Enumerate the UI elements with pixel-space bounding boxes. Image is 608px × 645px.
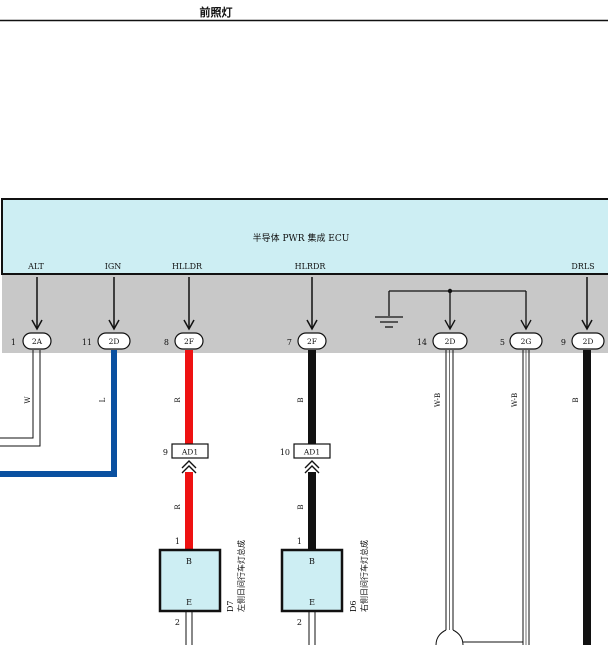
wire-label-l: L bbox=[99, 397, 107, 402]
svg-text:2F: 2F bbox=[307, 337, 317, 346]
wire-l-blue bbox=[0, 350, 117, 477]
component-d7: B E bbox=[158, 548, 222, 613]
svg-text:2D: 2D bbox=[445, 337, 456, 346]
pin-number: 2 bbox=[175, 618, 180, 627]
connector-pill: 2D bbox=[571, 332, 605, 350]
wire-label-r-lower: R bbox=[174, 504, 182, 510]
pin-number: 7 bbox=[287, 338, 292, 347]
inline-connector-ad1-left: AD1 bbox=[171, 443, 209, 474]
pin-number: 5 bbox=[500, 338, 505, 347]
svg-text:2A: 2A bbox=[32, 337, 43, 346]
connector-pill: 2A bbox=[22, 332, 52, 350]
wire-label-wb-right: W-B bbox=[511, 393, 519, 407]
component-id-d7: D7 bbox=[226, 600, 235, 612]
component-d6: B E bbox=[280, 548, 344, 613]
wire-d7-ground bbox=[185, 612, 193, 645]
ground-splice-dot bbox=[447, 288, 453, 294]
component-name-d6: 右侧日间行车灯总成 bbox=[359, 540, 369, 612]
pin-number: 9 bbox=[163, 448, 168, 457]
component-id-d6: D6 bbox=[349, 600, 358, 612]
ecu-pin-hlrdr: HLRDR bbox=[295, 262, 327, 271]
ecu-pin-drls: DRLS bbox=[571, 262, 594, 271]
wire-label-r-upper: R bbox=[174, 397, 182, 403]
ecu-name: 半导体 PWR 集成 ECU bbox=[253, 232, 350, 244]
pin-number: 11 bbox=[82, 338, 92, 347]
svg-text:AD1: AD1 bbox=[181, 448, 198, 457]
wire-label-b-upper: B bbox=[297, 397, 305, 402]
pin-number: 2 bbox=[297, 618, 302, 627]
svg-text:E: E bbox=[186, 598, 192, 607]
wire-wb-left bbox=[435, 350, 523, 645]
wire-wb-right bbox=[522, 350, 530, 645]
ecu-body bbox=[1, 198, 608, 275]
svg-text:E: E bbox=[309, 598, 315, 607]
connector-pill: 2F bbox=[174, 332, 204, 350]
svg-text:B: B bbox=[186, 557, 192, 566]
svg-text:2G: 2G bbox=[521, 337, 532, 346]
svg-text:2F: 2F bbox=[184, 337, 194, 346]
pin-number: 1 bbox=[297, 537, 302, 546]
wire-label-b-lower: B bbox=[297, 504, 305, 509]
connector-pill: 2D bbox=[97, 332, 131, 350]
connector-pill: 2D bbox=[432, 332, 468, 350]
wire-label-b-right: B bbox=[572, 397, 580, 402]
svg-text:2D: 2D bbox=[109, 337, 120, 346]
svg-text:AD1: AD1 bbox=[303, 448, 320, 457]
svg-text:B: B bbox=[309, 557, 315, 566]
pin-number: 8 bbox=[164, 338, 169, 347]
page-title: 前照灯 bbox=[200, 5, 233, 19]
connector-pill: 2G bbox=[509, 332, 543, 350]
wire-label-wb-left: W-B bbox=[434, 393, 442, 407]
pin-number: 1 bbox=[175, 537, 180, 546]
svg-text:2D: 2D bbox=[583, 337, 594, 346]
pin-number: 14 bbox=[417, 338, 427, 347]
ecu-pin-hlldr: HLLDR bbox=[172, 262, 203, 271]
pin-number: 1 bbox=[11, 338, 16, 347]
ecu-pin-alt: ALT bbox=[27, 262, 44, 271]
pin-number: 10 bbox=[280, 448, 290, 457]
pin-number: 9 bbox=[561, 338, 566, 347]
ecu-output-arrows bbox=[31, 277, 593, 331]
wire-label-w: W bbox=[24, 396, 32, 404]
inline-connector-ad1-right: AD1 bbox=[293, 443, 331, 474]
component-name-d7: 左侧日间行车灯总成 bbox=[236, 540, 246, 612]
connector-pill: 2F bbox=[297, 332, 327, 350]
wire-d6-ground bbox=[308, 612, 316, 645]
wire-w bbox=[0, 350, 41, 447]
ecu-pin-ign: IGN bbox=[105, 262, 122, 271]
ground-branch bbox=[375, 290, 532, 331]
